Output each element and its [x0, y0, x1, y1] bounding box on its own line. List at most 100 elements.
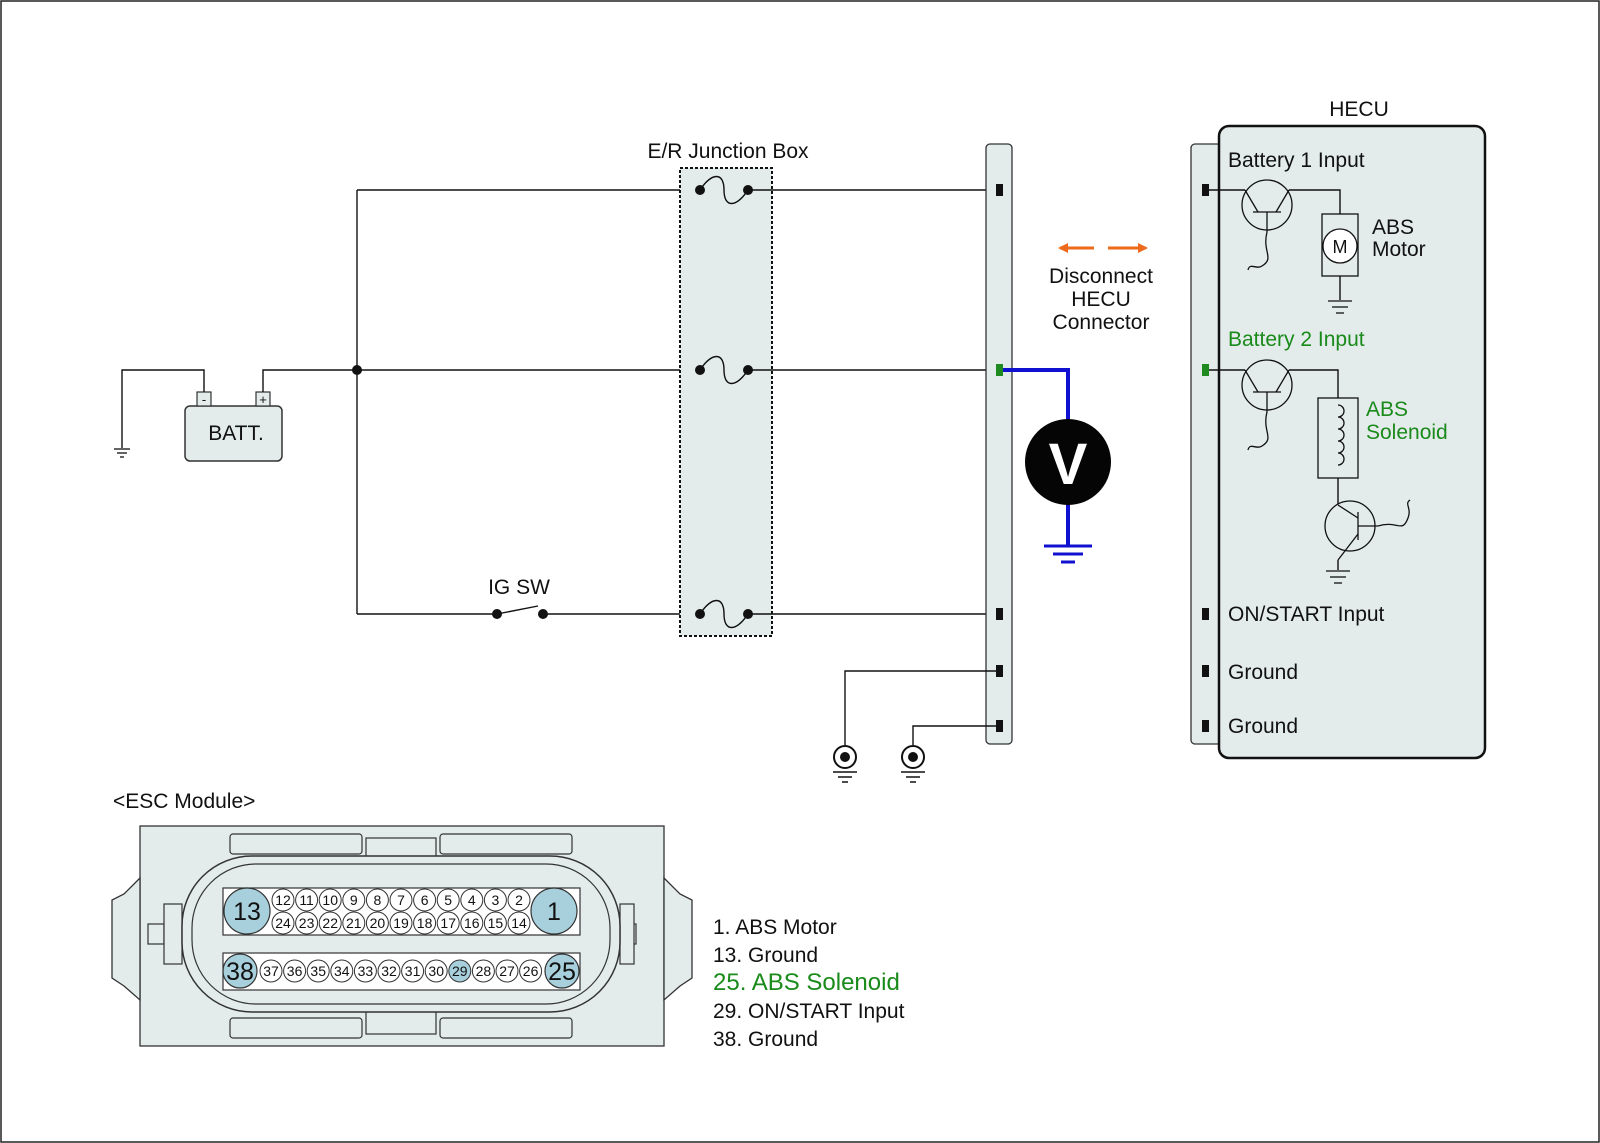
connector-pin [996, 608, 1003, 620]
esc-pin-27: 27 [495, 959, 519, 983]
esc-pin-4: 4 [460, 888, 484, 912]
ig-switch-label: IG SW [488, 576, 550, 599]
svg-text:12: 12 [275, 892, 291, 908]
esc-pin-11: 11 [295, 888, 319, 912]
connector-pin [996, 720, 1003, 732]
esc-pin-26: 26 [519, 959, 543, 983]
ground-icon [1326, 570, 1350, 584]
chassis-ground-icon [833, 745, 857, 783]
svg-text:34: 34 [334, 963, 350, 979]
esc-pin-38: 38 [222, 953, 258, 989]
hecu-pin-label-battery2: Battery 2 Input [1228, 328, 1365, 351]
legend-item: 25. ABS Solenoid [713, 969, 900, 996]
esc-pin-17: 17 [436, 911, 460, 935]
disconnect-line2: HECU [1071, 288, 1131, 311]
disconnect-line3: Connector [1053, 311, 1150, 334]
svg-text:28: 28 [476, 963, 492, 979]
svg-text:38: 38 [226, 958, 254, 986]
esc-pin-33: 33 [353, 959, 377, 983]
svg-text:22: 22 [322, 915, 338, 931]
battery-pos-label: + [259, 392, 267, 407]
esc-pin-19: 19 [389, 911, 413, 935]
svg-text:13: 13 [233, 898, 261, 926]
svg-text:35: 35 [310, 963, 326, 979]
junction-box [679, 167, 773, 637]
legend-item: 13. Ground [713, 944, 818, 967]
esc-module-title: <ESC Module> [113, 790, 255, 813]
battery: - + BATT. [184, 391, 283, 462]
esc-pin-14: 14 [507, 911, 531, 935]
esc-pin-29: 29 [448, 959, 472, 983]
svg-text:36: 36 [287, 963, 303, 979]
svg-text:1: 1 [547, 898, 561, 926]
svg-text:17: 17 [440, 915, 456, 931]
esc-pin-22: 22 [318, 911, 342, 935]
hecu-pin [1202, 720, 1209, 732]
hecu-pin [1202, 665, 1209, 677]
svg-text:27: 27 [499, 963, 515, 979]
svg-text:19: 19 [393, 915, 409, 931]
hecu-pin-label-battery1: Battery 1 Input [1228, 149, 1365, 172]
svg-text:25: 25 [548, 958, 576, 986]
esc-pin-21: 21 [342, 911, 366, 935]
fuse-icon [695, 175, 753, 205]
hecu-pin [1202, 184, 1209, 196]
esc-pin-18: 18 [413, 911, 437, 935]
esc-pin-15: 15 [483, 911, 507, 935]
svg-text:20: 20 [370, 915, 386, 931]
svg-text:18: 18 [417, 915, 433, 931]
esc-pin-10: 10 [318, 888, 342, 912]
esc-pin-3: 3 [483, 888, 507, 912]
esc-pin-31: 31 [401, 959, 425, 983]
voltmeter-symbol: V [1049, 432, 1088, 497]
svg-text:8: 8 [374, 892, 382, 908]
esc-pin-8: 8 [365, 888, 389, 912]
svg-text:24: 24 [275, 915, 291, 931]
solenoid-label-line2: Solenoid [1366, 421, 1448, 444]
hecu-pin-label-ground: Ground [1228, 715, 1298, 738]
esc-pin-12: 12 [271, 888, 295, 912]
hecu-pin [1202, 608, 1209, 620]
esc-pin-25: 25 [544, 953, 580, 989]
svg-text:4: 4 [468, 892, 476, 908]
svg-text:2: 2 [515, 892, 523, 908]
meter-lead [1003, 368, 1070, 420]
connector-pin [996, 665, 1003, 677]
esc-pin-6: 6 [413, 888, 437, 912]
svg-text:30: 30 [428, 963, 444, 979]
svg-text:5: 5 [444, 892, 452, 908]
esc-pin-5: 5 [436, 888, 460, 912]
svg-text:9: 9 [350, 892, 358, 908]
esc-pin-34: 34 [330, 959, 354, 983]
esc-pin-28: 28 [471, 959, 495, 983]
hecu-pin-label-ground: Ground [1228, 661, 1298, 684]
legend-item: 29. ON/START Input [713, 1000, 905, 1023]
esc-pin-16: 16 [460, 911, 484, 935]
motor-icon: M [1321, 213, 1359, 277]
esc-pin-23: 23 [295, 911, 319, 935]
ground-icon [114, 448, 130, 458]
disconnect-line1: Disconnect [1049, 265, 1153, 288]
ground-icon [1328, 300, 1352, 314]
esc-pin-30: 30 [424, 959, 448, 983]
svg-text:10: 10 [322, 892, 338, 908]
esc-pin-13: 13 [223, 887, 271, 935]
transistor-icon [1241, 359, 1293, 451]
svg-text:23: 23 [299, 915, 315, 931]
esc-pin-7: 7 [389, 888, 413, 912]
harness-connector [985, 143, 1013, 745]
connector-pin [996, 184, 1003, 196]
transistor-icon [1324, 499, 1411, 561]
svg-text:6: 6 [421, 892, 429, 908]
ig-switch: IG SW [488, 576, 550, 619]
connector-pin-highlighted [996, 364, 1003, 376]
chassis-ground-icon [901, 745, 925, 783]
esc-pin-35: 35 [306, 959, 330, 983]
esc-pin-2: 2 [507, 888, 531, 912]
hecu-pin-label-on-start: ON/START Input [1228, 603, 1385, 626]
